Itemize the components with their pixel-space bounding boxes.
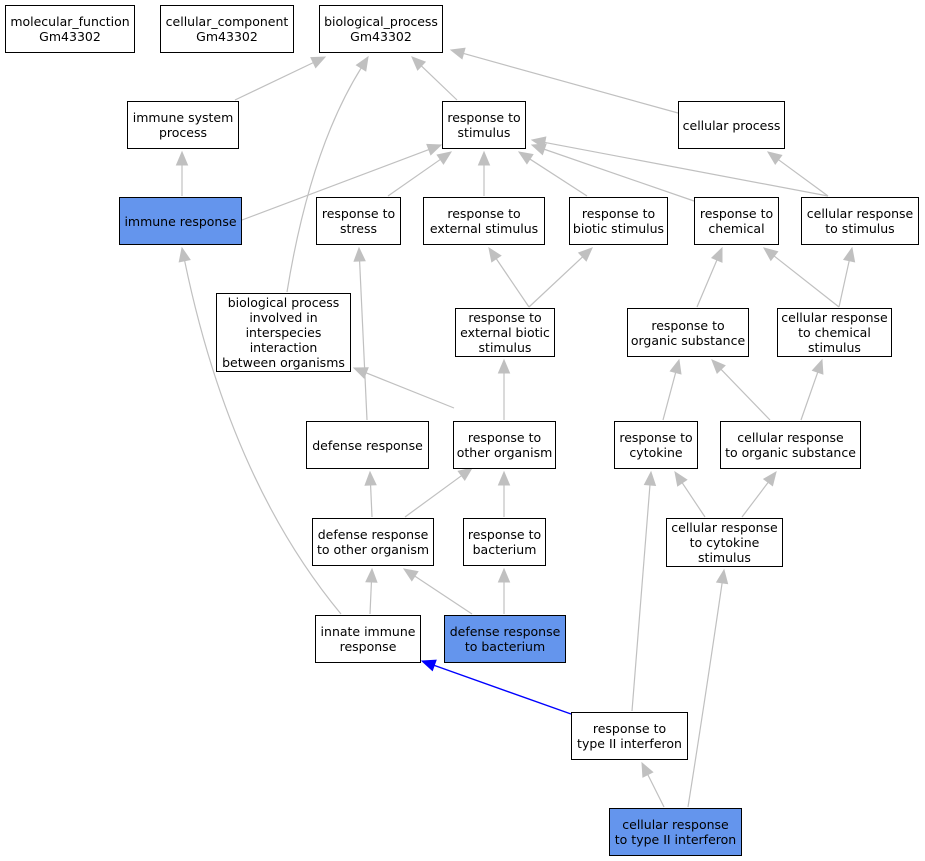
- edge: [241, 149, 430, 221]
- edge-arrowhead: [175, 150, 189, 166]
- node-cellular-component[interactable]: cellular_component Gm43302: [160, 5, 294, 53]
- node-response-to-stress[interactable]: response to stress: [316, 197, 401, 245]
- edge: [544, 148, 695, 202]
- edge: [463, 52, 679, 114]
- edge: [720, 368, 771, 421]
- edge-arrowhead: [842, 246, 856, 263]
- node-biological-process-interspecies[interactable]: biological process involved in interspec…: [216, 293, 351, 372]
- edge: [528, 256, 583, 308]
- edge-arrowhead: [811, 358, 824, 375]
- edge-arrowhead: [674, 470, 688, 487]
- node-cellular-response-to-type-ii-interferon[interactable]: cellular response to type II interferon: [609, 808, 742, 856]
- node-cellular-response-to-stimulus[interactable]: cellular response to stimulus: [801, 197, 919, 245]
- edge: [631, 484, 651, 712]
- edge: [687, 582, 723, 808]
- edge-arrowhead: [643, 470, 657, 486]
- edge-arrowhead: [310, 56, 327, 69]
- edge: [420, 65, 458, 101]
- edge-arrowhead: [715, 568, 729, 585]
- highlight-edge: [434, 664, 572, 715]
- edge: [414, 575, 473, 615]
- edge-arrowhead: [669, 358, 682, 375]
- edge-arrowhead: [477, 150, 491, 166]
- node-response-to-biotic-stimulus[interactable]: response to biotic stimulus: [569, 197, 668, 245]
- node-response-to-cytokine[interactable]: response to cytokine: [614, 421, 698, 469]
- edge: [741, 482, 769, 518]
- edge-arrowhead: [178, 246, 191, 263]
- edge: [800, 372, 819, 421]
- node-cellular-process[interactable]: cellular process: [678, 101, 785, 149]
- node-defense-response[interactable]: defense response: [306, 421, 429, 469]
- edge: [184, 260, 342, 615]
- edge-arrowhead: [457, 467, 474, 482]
- edge: [838, 260, 850, 308]
- node-response-to-chemical[interactable]: response to chemical: [694, 197, 779, 245]
- node-molecular-function[interactable]: molecular_function Gm43302: [5, 5, 135, 53]
- edge-arrowhead: [711, 359, 726, 375]
- edge-arrowhead: [411, 56, 427, 71]
- edge-arrowhead: [488, 246, 502, 263]
- node-cellular-response-to-cytokine-stimulus[interactable]: cellular response to cytokine stimulus: [666, 518, 783, 567]
- node-response-to-external-biotic-stimulus[interactable]: response to external biotic stimulus: [455, 308, 555, 357]
- edge-arrowhead: [497, 567, 511, 583]
- edge-arrowhead: [577, 247, 593, 262]
- edge: [404, 475, 462, 518]
- node-immune-system-process[interactable]: immune system process: [127, 101, 239, 149]
- node-cellular-response-to-organic-substance[interactable]: cellular response to organic substance: [720, 421, 861, 469]
- edge-arrowhead: [426, 143, 443, 156]
- node-response-to-bacterium[interactable]: response to bacterium: [463, 518, 546, 566]
- edge: [369, 484, 373, 518]
- edge: [369, 581, 373, 615]
- edge-arrowhead: [436, 151, 453, 165]
- edge-arrowhead: [497, 358, 511, 374]
- node-response-to-external-stimulus[interactable]: response to external stimulus: [423, 197, 545, 245]
- node-defense-response-to-other-organism[interactable]: defense response to other organism: [312, 518, 434, 566]
- edge-arrowhead: [517, 151, 534, 165]
- edge: [696, 259, 718, 308]
- edge-arrowhead: [352, 367, 369, 379]
- edge-arrowhead: [449, 47, 466, 60]
- edge-arrowhead: [766, 151, 783, 166]
- node-response-to-other-organism[interactable]: response to other organism: [453, 421, 556, 469]
- edge: [662, 372, 677, 421]
- edge-arrowhead: [497, 470, 511, 486]
- edge-arrowhead: [530, 136, 547, 149]
- node-response-to-organic-substance[interactable]: response to organic substance: [627, 308, 749, 357]
- node-innate-immune-response[interactable]: innate immune response: [315, 615, 421, 663]
- edge-arrowhead: [355, 55, 369, 72]
- edge-arrowhead: [353, 246, 366, 262]
- node-biological-process[interactable]: biological_process Gm43302: [319, 5, 443, 53]
- edge: [234, 62, 314, 101]
- edge: [495, 258, 530, 308]
- edge: [647, 774, 665, 808]
- edge-arrowhead: [762, 247, 779, 262]
- edge-arrowhead: [762, 470, 777, 487]
- edge: [681, 482, 706, 518]
- node-immune-response[interactable]: immune response: [119, 197, 242, 245]
- edge-arrowhead: [710, 246, 723, 263]
- edge: [365, 372, 455, 409]
- edge: [529, 158, 588, 197]
- node-response-to-type-ii-interferon[interactable]: response to type II interferon: [571, 712, 688, 760]
- edge-arrowhead: [364, 470, 377, 486]
- node-cellular-response-to-chemical-stimulus[interactable]: cellular response to chemical stimulus: [777, 308, 892, 357]
- edge: [778, 159, 829, 197]
- node-response-to-stimulus[interactable]: response to stimulus: [442, 101, 526, 149]
- edge: [286, 67, 362, 293]
- edge: [359, 260, 368, 421]
- edge: [773, 255, 840, 308]
- edge-arrowhead: [402, 568, 419, 582]
- edge-arrowhead: [641, 761, 654, 778]
- highlight-edge-arrowhead: [420, 659, 437, 672]
- edge-arrowhead: [365, 567, 378, 583]
- edge: [387, 158, 441, 197]
- node-defense-response-to-bacterium[interactable]: defense response to bacterium: [444, 615, 566, 663]
- edge: [544, 141, 829, 197]
